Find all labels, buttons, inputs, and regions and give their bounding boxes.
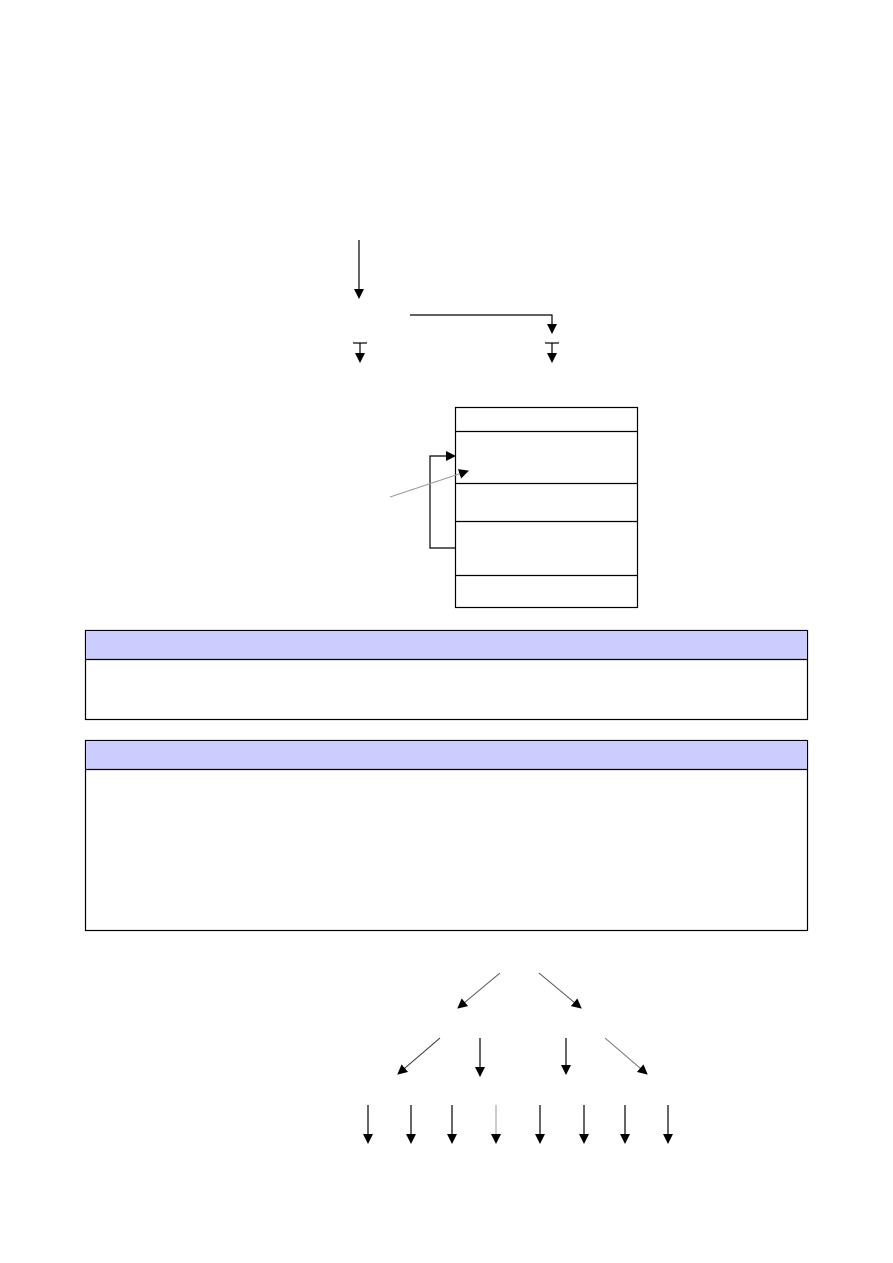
leaf-arrows <box>363 1105 673 1144</box>
tree-arrow <box>538 972 582 1009</box>
tree-arrow <box>397 1037 441 1075</box>
panel-1 <box>84 629 809 721</box>
arrow-branch-right <box>410 314 557 334</box>
stack-structure <box>454 406 639 609</box>
tree-arrow <box>457 972 501 1009</box>
pointer-arrow <box>389 469 469 498</box>
tree-arrows <box>397 972 648 1077</box>
tree-arrow <box>604 1037 648 1075</box>
loop-back-arrow <box>429 451 456 549</box>
panel-2 <box>84 739 809 932</box>
panel-2-header <box>86 741 807 769</box>
panel-1-header <box>86 631 807 659</box>
